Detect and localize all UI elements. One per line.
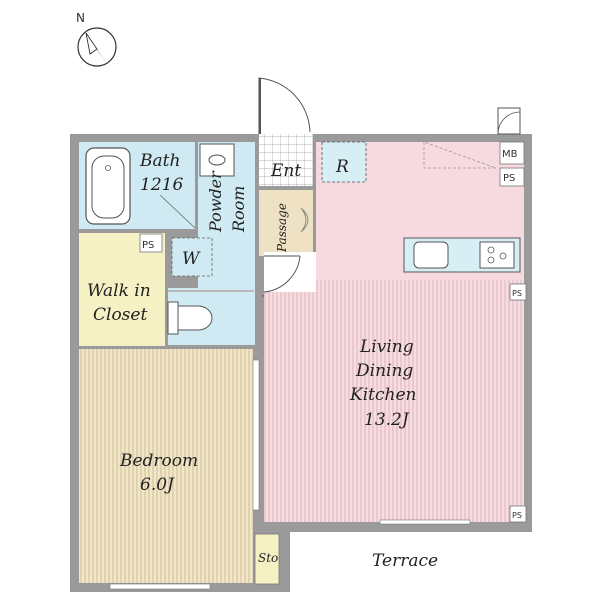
ldk-label-4: 13.2J (364, 410, 410, 430)
ps-box-2 (509, 283, 527, 301)
powder-label-1: Powder (206, 170, 225, 233)
compass: N (76, 11, 117, 67)
bath-label-2: 1216 (140, 175, 183, 195)
bath-label-1: Bath (139, 151, 180, 171)
closet-label-2: Closet (93, 305, 147, 325)
ldk-label-3: Kitchen (349, 385, 416, 405)
north-label: N (76, 11, 85, 25)
passage (259, 190, 313, 256)
ps-label-closet: PS (142, 240, 154, 251)
compass-ring (77, 27, 117, 67)
washer-space (171, 237, 213, 277)
bedroom-label-1: Bedroom (119, 451, 198, 471)
storage (254, 533, 280, 585)
ldk-label-2: Dining (355, 361, 413, 381)
toilet-icon (177, 305, 213, 331)
entrance-label: Ent (270, 161, 301, 181)
ldk-room (264, 252, 524, 522)
powder-label-2: Room (229, 186, 248, 233)
storage-label: Sto (258, 551, 278, 565)
mb-label: MB (502, 149, 518, 160)
ps-box-3 (509, 505, 527, 523)
sliding-door (252, 359, 260, 511)
bedroom (79, 349, 253, 583)
ps-box-1 (499, 167, 525, 187)
ps-label-1: PS (503, 173, 515, 184)
passage-label: Passage (275, 203, 289, 253)
terrace-label: Terrace (372, 551, 438, 571)
entrance-door-icon (258, 77, 311, 134)
closet-label-1: Walk in (87, 281, 151, 301)
mb-box (499, 141, 525, 165)
refrigerator-space (321, 141, 367, 183)
bedroom-label-2: 6.0J (140, 475, 175, 495)
bedroom-window (109, 583, 211, 590)
terrace-window (379, 519, 471, 525)
sink-icon (199, 143, 235, 177)
toilet-tank-icon (167, 301, 179, 335)
ldk-label-1: Living (359, 337, 414, 357)
entrance (259, 134, 313, 186)
washer-label: W (182, 249, 201, 269)
refrigerator-label: R (335, 157, 349, 177)
ps-label-2: PS (512, 289, 522, 298)
ps-label-3: PS (512, 511, 522, 520)
